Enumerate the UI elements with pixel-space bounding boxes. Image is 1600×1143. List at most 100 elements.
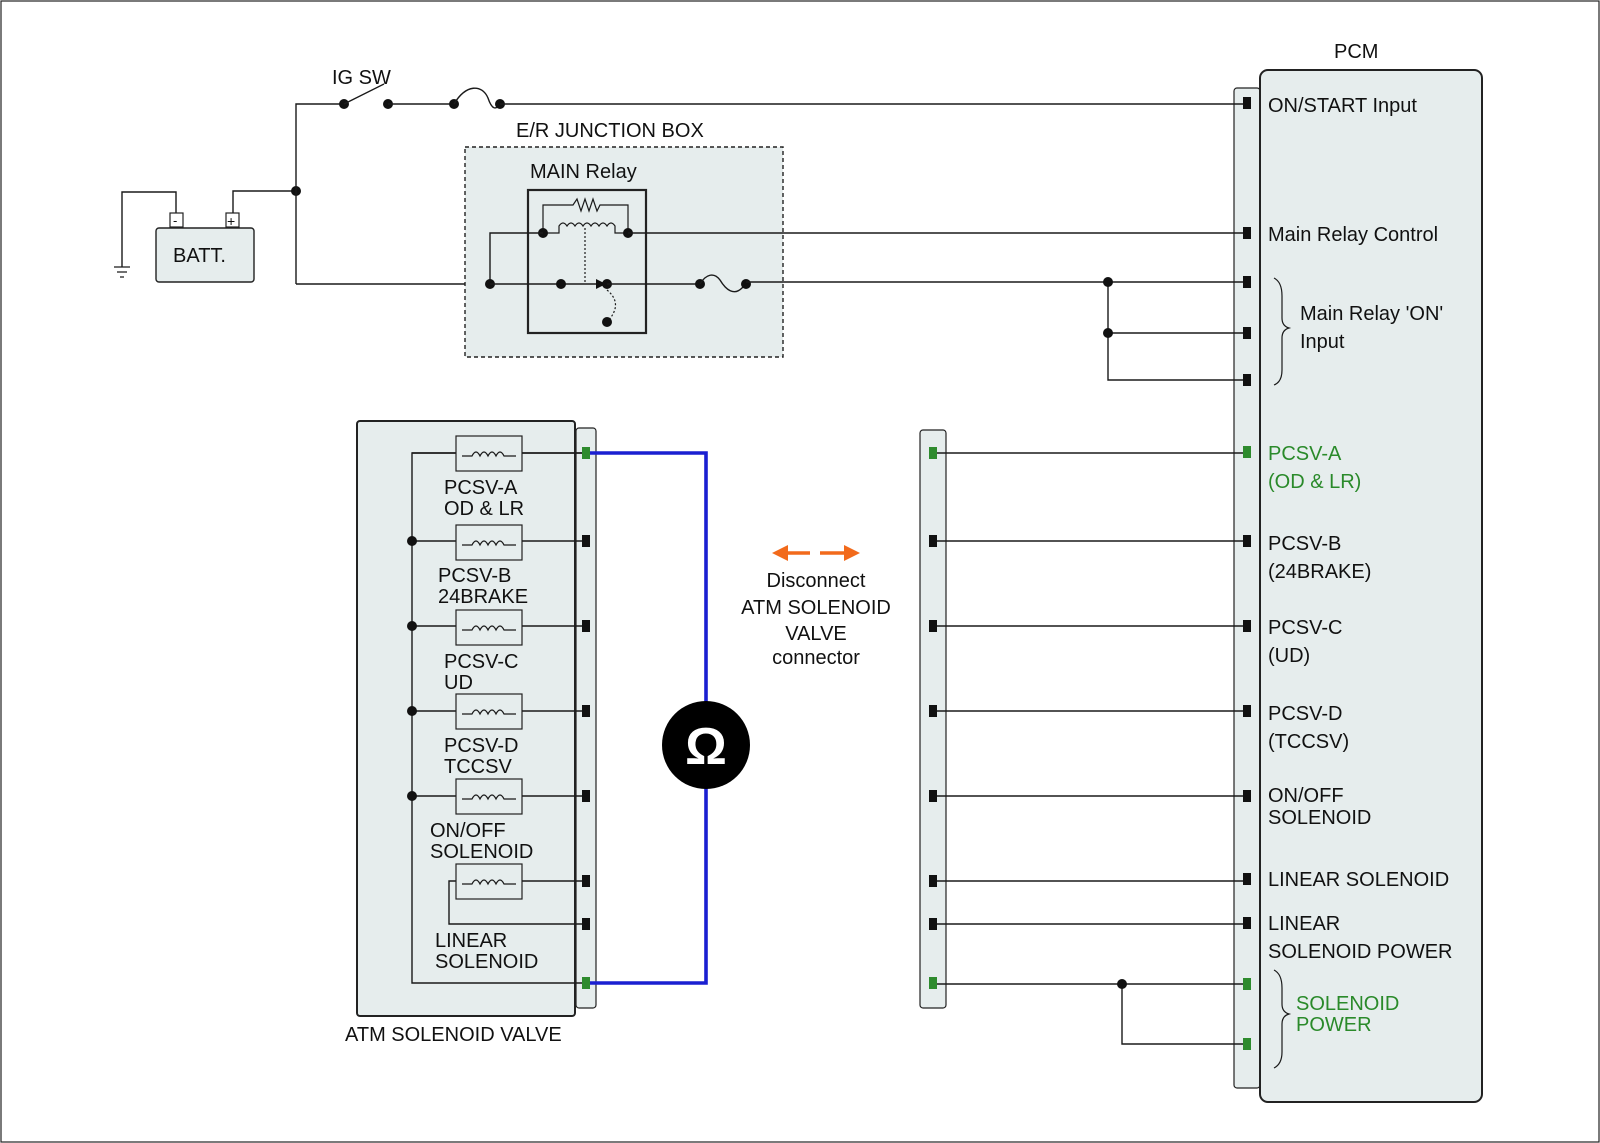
- atm-pin-pcsv-c: [582, 620, 590, 632]
- arrow-right-icon: [844, 545, 860, 561]
- pcm-label: PCM: [1334, 41, 1378, 63]
- pcm-body: [1259, 69, 1483, 1103]
- relay-contact-nc: [602, 317, 612, 327]
- ohm-symbol: Ω: [685, 718, 727, 776]
- brace-solenoid-power: [1273, 969, 1292, 1069]
- pcm-pin-main-relay-control: [1243, 227, 1251, 239]
- junction-box-label: E/R JUNCTION BOX: [516, 120, 704, 142]
- wire-relay-left-feed: [489, 232, 543, 284]
- fuse-2-icon: [699, 274, 747, 293]
- harness-pin-linear-power: [929, 918, 937, 930]
- harness-pin-onoff: [929, 790, 937, 802]
- coil-label-linear-2: SOLENOID: [435, 951, 538, 973]
- pcm-label-pcsv-b-1: PCSV-B: [1268, 533, 1341, 555]
- pcm-label-sol-power-1: SOLENOID: [1296, 993, 1399, 1015]
- relay-contact-common: [556, 279, 566, 289]
- junction-node-sol-power: [1117, 979, 1127, 989]
- coil-label-a-2: OD & LR: [444, 498, 524, 520]
- atm-pin-onoff: [582, 790, 590, 802]
- coil-label-onoff-1: ON/OFF: [430, 820, 506, 842]
- coil-linear: [448, 863, 582, 925]
- pcm-label-pcsv-a-2: (OD & LR): [1268, 471, 1361, 493]
- pcm-label-pcsv-d-2: (TCCSV): [1268, 731, 1349, 753]
- ohmmeter: Ω: [590, 451, 750, 985]
- junction-node-relay-on-1: [1103, 277, 1113, 287]
- pcm-label-onoff-2: SOLENOID: [1268, 807, 1371, 829]
- pcm-pin-main-relay-on-3: [1243, 374, 1251, 386]
- harness-pin-pcsv-a: [929, 447, 937, 459]
- brace-main-relay-on: [1273, 277, 1292, 386]
- ohm-meter-icon: [662, 701, 750, 789]
- pcm-label-pcsv-b-2: (24BRAKE): [1268, 561, 1371, 583]
- relay-coil-icon: [543, 222, 628, 234]
- atm-pin-linear-power: [582, 918, 590, 930]
- pcm-label-linear-power-1: LINEAR: [1268, 913, 1340, 935]
- coil-pcsv-d: [412, 693, 582, 730]
- battery-neg-symbol: -: [173, 213, 177, 228]
- pcm-label-main-relay-on-1: Main Relay 'ON': [1300, 303, 1443, 325]
- relay-arrow-icon: [596, 279, 606, 289]
- pcm-pin-pcsv-d: [1243, 705, 1251, 717]
- instruction-line-1: Disconnect: [767, 570, 866, 592]
- harness-pin-linear: [929, 875, 937, 887]
- ground-wire: [121, 191, 177, 267]
- harness-connector: [919, 429, 1243, 1045]
- harness-pin-pcsv-b: [929, 535, 937, 547]
- coil-label-d-1: PCSV-D: [444, 735, 518, 757]
- coil-label-b-2: 24BRAKE: [438, 586, 528, 608]
- supply-riser: [295, 103, 344, 284]
- pcm-pin-sol-power-2: [1243, 1038, 1251, 1050]
- pcm-pin-main-relay-on-1: [1243, 276, 1251, 288]
- wire-main-relay-on-branch: [1107, 282, 1243, 381]
- main-relay-label: MAIN Relay: [530, 161, 637, 183]
- pcm-label-pcsv-a-1: PCSV-A: [1268, 443, 1342, 465]
- battery-pos-symbol: +: [227, 213, 235, 229]
- atm-pin-sol-power: [582, 977, 590, 989]
- atm-solenoid-valve: ATM SOLENOID VALVE: [345, 420, 597, 1046]
- pcm-label-linear: LINEAR SOLENOID: [1268, 869, 1449, 891]
- coil-label-c-1: PCSV-C: [444, 651, 518, 673]
- pcm-pin-sol-power-1: [1243, 978, 1251, 990]
- ig-switch-lever: [343, 83, 385, 105]
- coil-label-d-2: TCCSV: [444, 756, 512, 778]
- atm-pin-pcsv-b: [582, 535, 590, 547]
- bus-node-c: [407, 621, 417, 631]
- pcm-pin-on-start: [1243, 97, 1251, 109]
- power-supply: - + BATT. IG SW: [114, 67, 1243, 285]
- pcm-label-pcsv-c-2: (UD): [1268, 645, 1310, 667]
- meter-lead-top: [590, 451, 708, 702]
- fuse-2-contact-b: [741, 279, 751, 289]
- harness-pin-pcsv-d: [929, 705, 937, 717]
- relay-resistor-icon: [542, 197, 629, 233]
- instruction-line-3: VALVE: [785, 623, 847, 645]
- atm-valve-connector-strip: [575, 427, 597, 1009]
- meter-lead-bottom: [590, 788, 708, 985]
- ground-icon: [114, 266, 130, 278]
- battery-pos-wire: [232, 190, 296, 213]
- atm-valve-label: ATM SOLENOID VALVE: [345, 1024, 562, 1046]
- wire-sol-power-branch: [1121, 984, 1243, 1045]
- junction-node-relay-on-2: [1103, 328, 1113, 338]
- disconnect-instruction: Disconnect ATM SOLENOID VALVE connector: [741, 545, 891, 669]
- coil-label-b-1: PCSV-B: [438, 565, 511, 587]
- pcm-label-main-relay-control: Main Relay Control: [1268, 224, 1438, 246]
- ig-switch-label: IG SW: [332, 67, 391, 89]
- coil-pcsv-a: [412, 435, 582, 472]
- coil-label-linear-1: LINEAR: [435, 930, 507, 952]
- coil-label-onoff-2: SOLENOID: [430, 841, 533, 863]
- pcm-pin-linear: [1243, 873, 1251, 885]
- pcm-module: PCM ON/START Input Main Relay Control Ma…: [1233, 41, 1483, 1103]
- pcm-label-on-start: ON/START Input: [1268, 95, 1417, 117]
- pcm-pin-pcsv-b: [1243, 535, 1251, 547]
- pcm-label-onoff-1: ON/OFF: [1268, 785, 1344, 807]
- pcm-label-linear-power-2: SOLENOID POWER: [1268, 941, 1452, 963]
- pcm-pin-onoff: [1243, 790, 1251, 802]
- battery-label: BATT.: [173, 245, 226, 267]
- harness-pin-sol-power: [929, 977, 937, 989]
- atm-pin-pcsv-d: [582, 705, 590, 717]
- coil-pcsv-c: [412, 609, 582, 646]
- junction-box: E/R JUNCTION BOX MAIN Relay: [464, 120, 784, 358]
- atm-pin-linear: [582, 875, 590, 887]
- harness-pin-pcsv-c: [929, 620, 937, 632]
